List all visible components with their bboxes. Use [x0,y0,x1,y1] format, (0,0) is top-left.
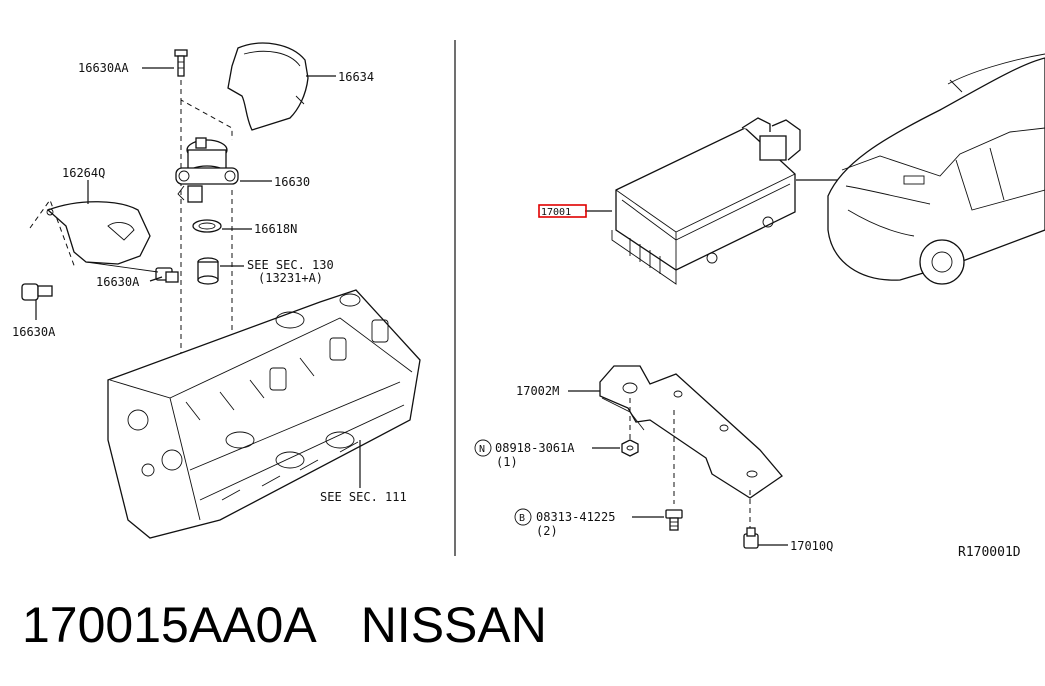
bolt-17010q[interactable] [743,527,759,549]
label-16634[interactable]: 16634 [338,70,374,84]
cylinder-head[interactable] [107,289,421,539]
label-nut-qty: (1) [496,455,518,469]
label-16630a-left[interactable]: 16630A [12,325,56,339]
highlight-box [538,204,587,218]
bolt-letter: B [519,513,525,524]
cylinder-13231[interactable] [197,257,219,285]
leader-16630a-right [149,276,163,282]
guide-line [85,261,159,273]
guide-line [29,198,76,269]
label-17010q[interactable]: 17010Q [790,539,833,553]
heat-shield-16634[interactable] [227,42,309,131]
bolt-16630a-left[interactable] [21,283,53,301]
label-17001[interactable]: 17001 [541,207,571,218]
bracket-16264q[interactable] [46,201,151,265]
label-16630[interactable]: 16630 [274,175,310,189]
o-ring-16618n[interactable] [192,219,222,233]
label-nut-code[interactable]: 08918-3061A [495,441,575,455]
label-16618n[interactable]: 16618N [254,222,297,236]
nut-symbol [474,439,492,457]
label-bolt-qty: (2) [536,524,558,538]
bolt-symbol [514,508,532,526]
diagram-reference: R170001D [958,545,1021,560]
guide-line [180,80,233,140]
label-bolt-code[interactable]: 08313-41225 [536,510,615,524]
nut-08918-3061a[interactable] [621,439,639,457]
vehicle-illustration [827,53,1045,285]
fuel-pump-16630[interactable] [175,137,239,203]
bolt-16630a-right[interactable] [155,267,179,283]
fuel-pump-control-module[interactable] [611,117,801,285]
label-see-sec-130[interactable]: SEE SEC. 130 [247,258,334,272]
label-16630a-right[interactable]: 16630A [96,275,140,289]
label-16630aa[interactable]: 16630AA [78,61,129,75]
brand-name: NISSAN [360,597,547,653]
bracket-17002m[interactable] [599,365,783,499]
label-16264q[interactable]: 16264Q [62,166,105,180]
label-17002m[interactable]: 17002M [516,384,559,398]
bolt-16630aa[interactable] [174,49,188,77]
bolt-08313-41225[interactable] [665,509,683,531]
part-caption: 170015AA0A NISSAN [22,596,591,654]
part-number: 170015AA0A [22,597,317,653]
label-see-sec-130-sub: (13231+A) [258,271,323,285]
label-see-sec-111[interactable]: SEE SEC. 111 [320,490,407,504]
nut-letter: N [479,444,485,455]
